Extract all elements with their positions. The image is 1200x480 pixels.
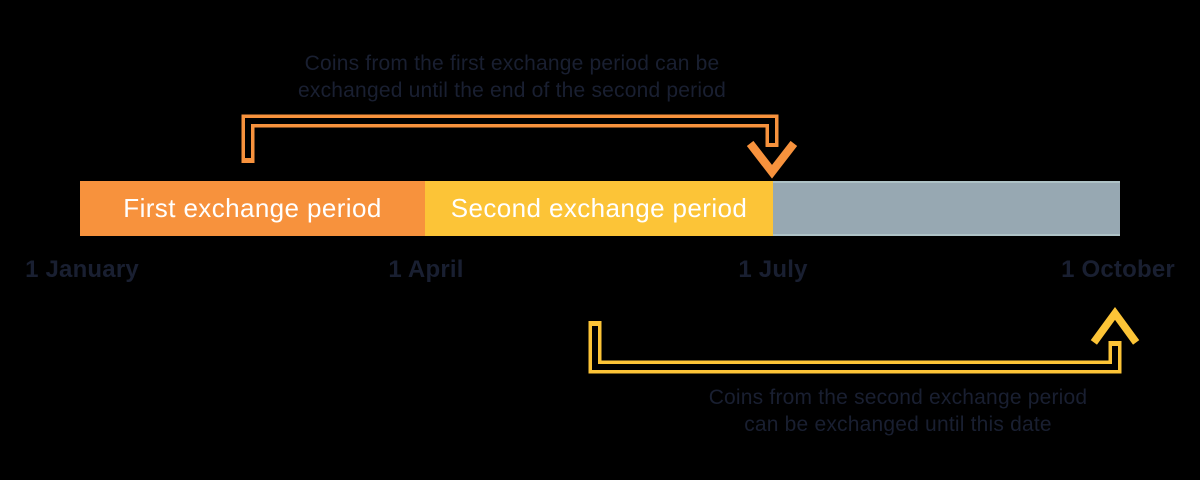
bottom-annotation-line2: can be exchanged until this date (744, 413, 1052, 436)
timeline-label-start: 1 January (25, 256, 139, 283)
timeline-label-second-period-start: 1 April (388, 256, 464, 283)
timeline-label-second-period-end: 1 July (738, 256, 808, 283)
timeline-label-end: 1 October (1061, 256, 1175, 283)
first-exchange-period-bar: First exchange period (80, 181, 425, 236)
period-bars: First exchange period Second exchange pe… (80, 181, 1120, 236)
bottom-annotation-line1: Coins from the second exchange period (708, 386, 1088, 409)
second-exchange-period-label: Second exchange period (450, 193, 748, 223)
post-exchange-period-bar (773, 181, 1120, 236)
second-period-deadline-arrow (588, 306, 1140, 374)
second-exchange-period-bar: Second exchange period (425, 181, 773, 236)
top-annotation-line1: Coins from the first exchange period can… (304, 52, 720, 75)
up-arrow-icon (1090, 306, 1140, 349)
first-period-deadline-arrow (241, 114, 798, 179)
top-annotation: Coins from the first exchange period can… (298, 50, 726, 104)
top-annotation-line2: exchanged until the end of the second pe… (298, 79, 726, 102)
bottom-annotation: Coins from the second exchange period ca… (709, 384, 1088, 438)
first-exchange-period-label: First exchange period (123, 193, 382, 223)
down-arrow-icon (746, 136, 798, 179)
